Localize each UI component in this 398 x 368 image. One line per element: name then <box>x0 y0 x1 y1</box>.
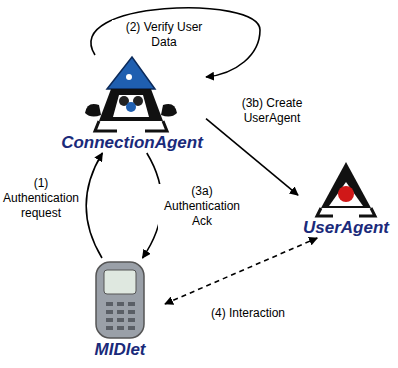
edge-label: (3b) Create UserAgent <box>220 96 324 126</box>
connector-arrow <box>86 153 102 258</box>
node-title: UserAgent <box>303 218 389 238</box>
connector-arrow <box>91 8 260 77</box>
node-title: ConnectionAgent <box>61 133 203 153</box>
edge-label: (3a) Authentication Ack <box>158 184 246 229</box>
agent-node: ConnectionAgent <box>58 55 206 153</box>
edge-label: (2) Verify User Data <box>112 20 216 50</box>
connector-arrow <box>165 238 317 304</box>
node-title: MIDlet <box>95 340 146 360</box>
edge-label: (1) Authentication request <box>0 176 82 221</box>
agent-node: UserAgent <box>298 160 394 238</box>
edge-label: (4) Interaction <box>196 306 300 321</box>
duke-figure <box>311 160 381 218</box>
device-node: MIDlet <box>75 258 165 360</box>
duke-wizard-figure <box>77 55 187 133</box>
mobile-phone-figure <box>90 258 150 340</box>
